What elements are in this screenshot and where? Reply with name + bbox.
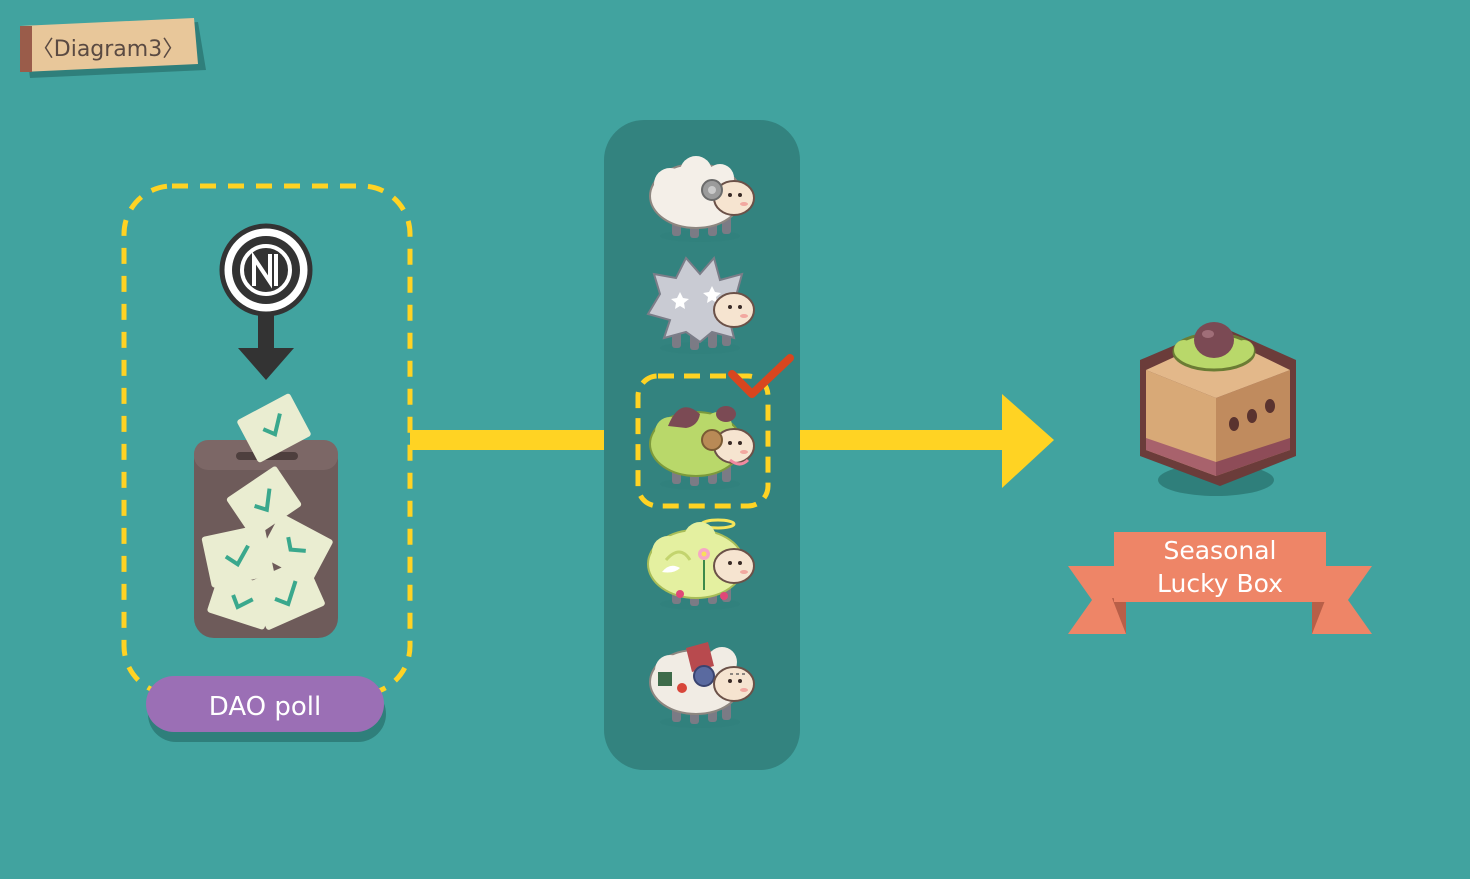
sheep-option-patchwork-icon[interactable] [649, 642, 755, 728]
diagram-tag-text: 〈Diagram3〉 [32, 37, 184, 62]
lucky-box-ribbon: Seasonal Lucky Box [1068, 532, 1372, 634]
dao-poll-text: DAO poll [209, 692, 321, 722]
arrow-head-icon [1002, 394, 1054, 488]
down-arrow-icon [238, 314, 294, 380]
dao-poll-group: DAO poll [121, 183, 413, 742]
sheep-option-silver-star-icon[interactable] [646, 255, 755, 354]
lucky-box-icon [1140, 322, 1296, 496]
token-coin-icon [219, 223, 313, 317]
sheep-option-mushroom-moss-selected[interactable] [635, 354, 794, 509]
sheep-option-white-icon[interactable] [649, 156, 755, 242]
sheep-option-mushroom-moss-icon [649, 406, 755, 490]
ballot-box-icon [194, 393, 338, 638]
lucky-box-label-line2: Lucky Box [1157, 569, 1283, 598]
sheep-option-angel-flower-icon[interactable] [647, 518, 755, 610]
selected-check-icon [728, 354, 794, 398]
connector-arrow-right [768, 394, 1054, 488]
selection-dashed-frame [635, 373, 771, 509]
dao-poll-label: DAO poll [146, 676, 386, 742]
diagram-tag: 〈Diagram3〉 [20, 18, 206, 78]
connector-line-left [410, 430, 642, 450]
lucky-box-label-line1: Seasonal [1163, 536, 1276, 565]
